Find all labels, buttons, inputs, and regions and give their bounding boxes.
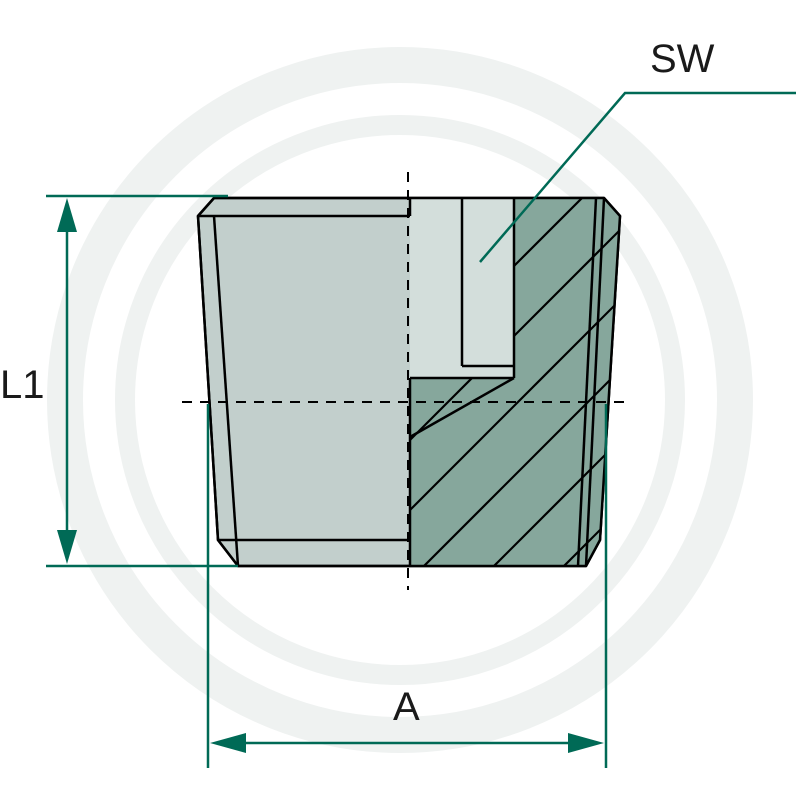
dimension-l1 bbox=[46, 194, 238, 568]
label-l1: L1 bbox=[0, 363, 45, 407]
section-area bbox=[410, 198, 620, 566]
dimension-a bbox=[206, 404, 608, 768]
label-sw: SW bbox=[650, 37, 715, 81]
part-edges bbox=[196, 196, 622, 568]
label-a: A bbox=[393, 685, 420, 729]
leader-sw bbox=[479, 91, 796, 263]
center-lines bbox=[182, 172, 632, 590]
